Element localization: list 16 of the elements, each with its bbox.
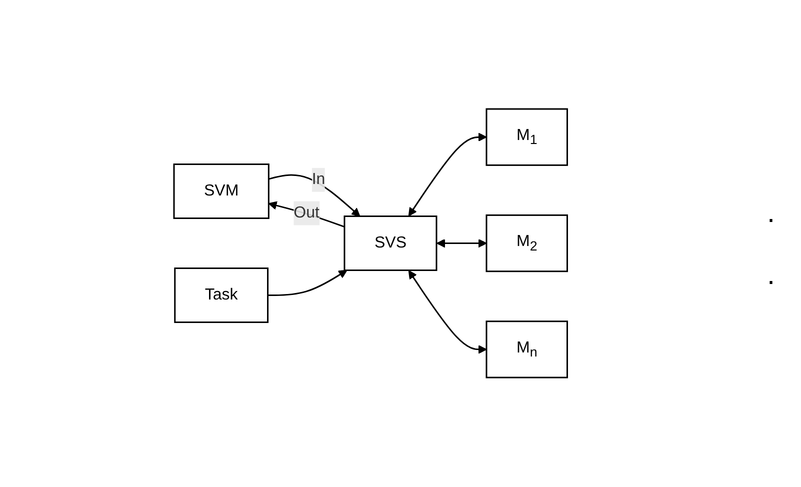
node-box: Task <box>174 268 268 324</box>
arrow <box>268 174 360 217</box>
node-box: M$_{2}$ <box>486 214 568 272</box>
node-box: M$_{n}$ <box>486 320 568 378</box>
arrow <box>408 270 487 354</box>
arrow <box>436 239 487 248</box>
ellipsis-dot: . <box>767 196 775 228</box>
arrow <box>268 270 348 296</box>
edge-label: In <box>312 171 326 188</box>
node-box: SVM <box>173 164 270 220</box>
node-box: M$_{1}$ <box>486 108 568 166</box>
edge-label: Out <box>294 204 320 222</box>
node-box: SVS <box>344 216 438 272</box>
arrow <box>268 201 345 228</box>
ellipsis-dot: . <box>767 258 775 290</box>
arrow <box>408 132 487 217</box>
